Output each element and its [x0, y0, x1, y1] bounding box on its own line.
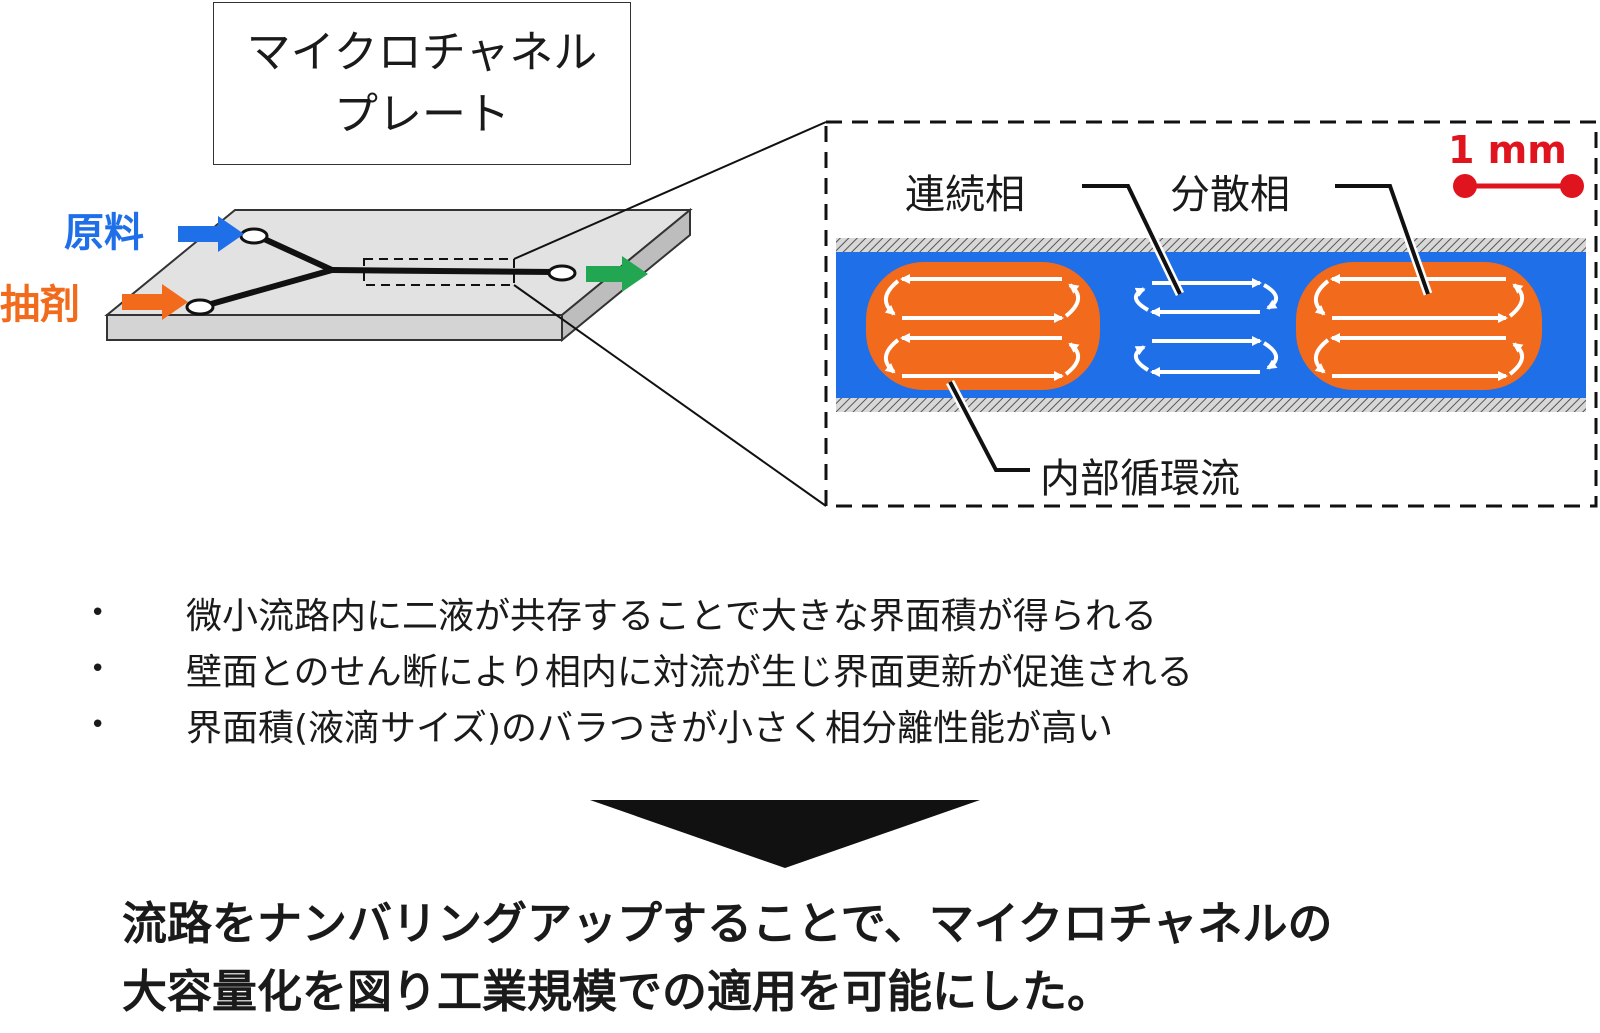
circulation-curve	[1262, 283, 1278, 310]
title-line1: マイクロチャネル	[246, 26, 598, 78]
internal-circulation-leader	[948, 381, 1030, 472]
main-channel	[329, 267, 558, 275]
conclusion-line2: 大容量化を図り工業規模での適用を可能にした。	[122, 965, 1113, 1018]
circulation-curve	[1508, 283, 1524, 318]
leader-lines	[946, 181, 1433, 475]
channel-wall-bottom	[836, 398, 1586, 412]
circulation-curve	[1314, 279, 1330, 316]
channel-wall-top	[836, 238, 1586, 252]
scale-bar-label: 1 mm	[1448, 128, 1567, 172]
bullet-text: 界面積(液滴サイズ)のバラつきが小さく相分離性能が高い	[186, 708, 1114, 749]
extractant-channel	[201, 267, 335, 309]
title-line2: プレート	[334, 88, 510, 140]
bullet-text: 壁面とのせん断により相内に対流が生じ界面更新が促進される	[186, 652, 1193, 693]
plate-channels	[201, 235, 558, 309]
circulation-curve	[1064, 342, 1080, 376]
dispersed-phase-leader	[1335, 184, 1430, 295]
zoom-region-marker	[363, 258, 515, 286]
bullet-text: 微小流路内に二液が共存することで大きな界面積が得られる	[186, 596, 1157, 637]
dispersed-droplet-left	[866, 262, 1100, 390]
dispersed-phase-label: 分散相	[1170, 172, 1290, 218]
continuous-phase-label: 連続相	[905, 172, 1025, 218]
conclusion-line1: 流路をナンバリングアップすることで、マイクロチャネルの	[122, 897, 1333, 950]
circulation-curve	[1134, 345, 1150, 372]
circulation-curve	[884, 279, 900, 316]
bullet-marker: •	[90, 654, 106, 684]
extractant-label: 抽剤	[0, 282, 80, 328]
zoom-line-top	[513, 121, 827, 260]
circulation-curve	[1064, 283, 1080, 318]
bullet-item: • 界面積(液滴サイズ)のバラつきが小さく相分離性能が高い	[90, 697, 1490, 753]
bullet-item: • 壁面とのせん断により相内に対流が生じ界面更新が促進される	[90, 641, 1490, 697]
extractant-arrow	[122, 284, 188, 320]
scale-bar	[1453, 174, 1584, 198]
internal-circulation-label: 内部循環流	[1040, 456, 1240, 502]
circulation-curve	[1314, 338, 1330, 374]
extractant-inlet	[185, 298, 215, 316]
bullet-item: • 微小流路内に二液が共存することで大きな界面積が得られる	[90, 585, 1490, 641]
feed-channel	[259, 235, 335, 273]
down-arrow	[590, 800, 980, 868]
circulation-curve	[1262, 341, 1278, 370]
dispersed-droplet-right	[1296, 262, 1542, 390]
title-box: マイクロチャネル プレート	[213, 2, 631, 165]
zoom-line-bottom	[513, 284, 827, 507]
continuous-phase-leader	[1082, 184, 1182, 295]
feed-arrow	[178, 216, 244, 252]
circulation-curve	[884, 338, 900, 374]
bullet-list: • 微小流路内に二液が共存することで大きな界面積が得られる • 壁面とのせん断に…	[90, 585, 1490, 753]
bullet-marker: •	[90, 710, 106, 740]
circulation-curve	[1508, 342, 1524, 376]
internal-circulation-arrows	[884, 274, 1524, 381]
feed-inlet	[239, 227, 269, 245]
outlet-port	[547, 264, 577, 282]
circulation-curve	[1134, 287, 1150, 312]
conclusion: 流路をナンバリングアップすることで、マイクロチャネルの 大容量化を図り工業規模で…	[122, 890, 1333, 1026]
outlet-arrow	[586, 256, 648, 292]
bullet-marker: •	[90, 598, 106, 628]
feed-label: 原料	[64, 210, 144, 256]
